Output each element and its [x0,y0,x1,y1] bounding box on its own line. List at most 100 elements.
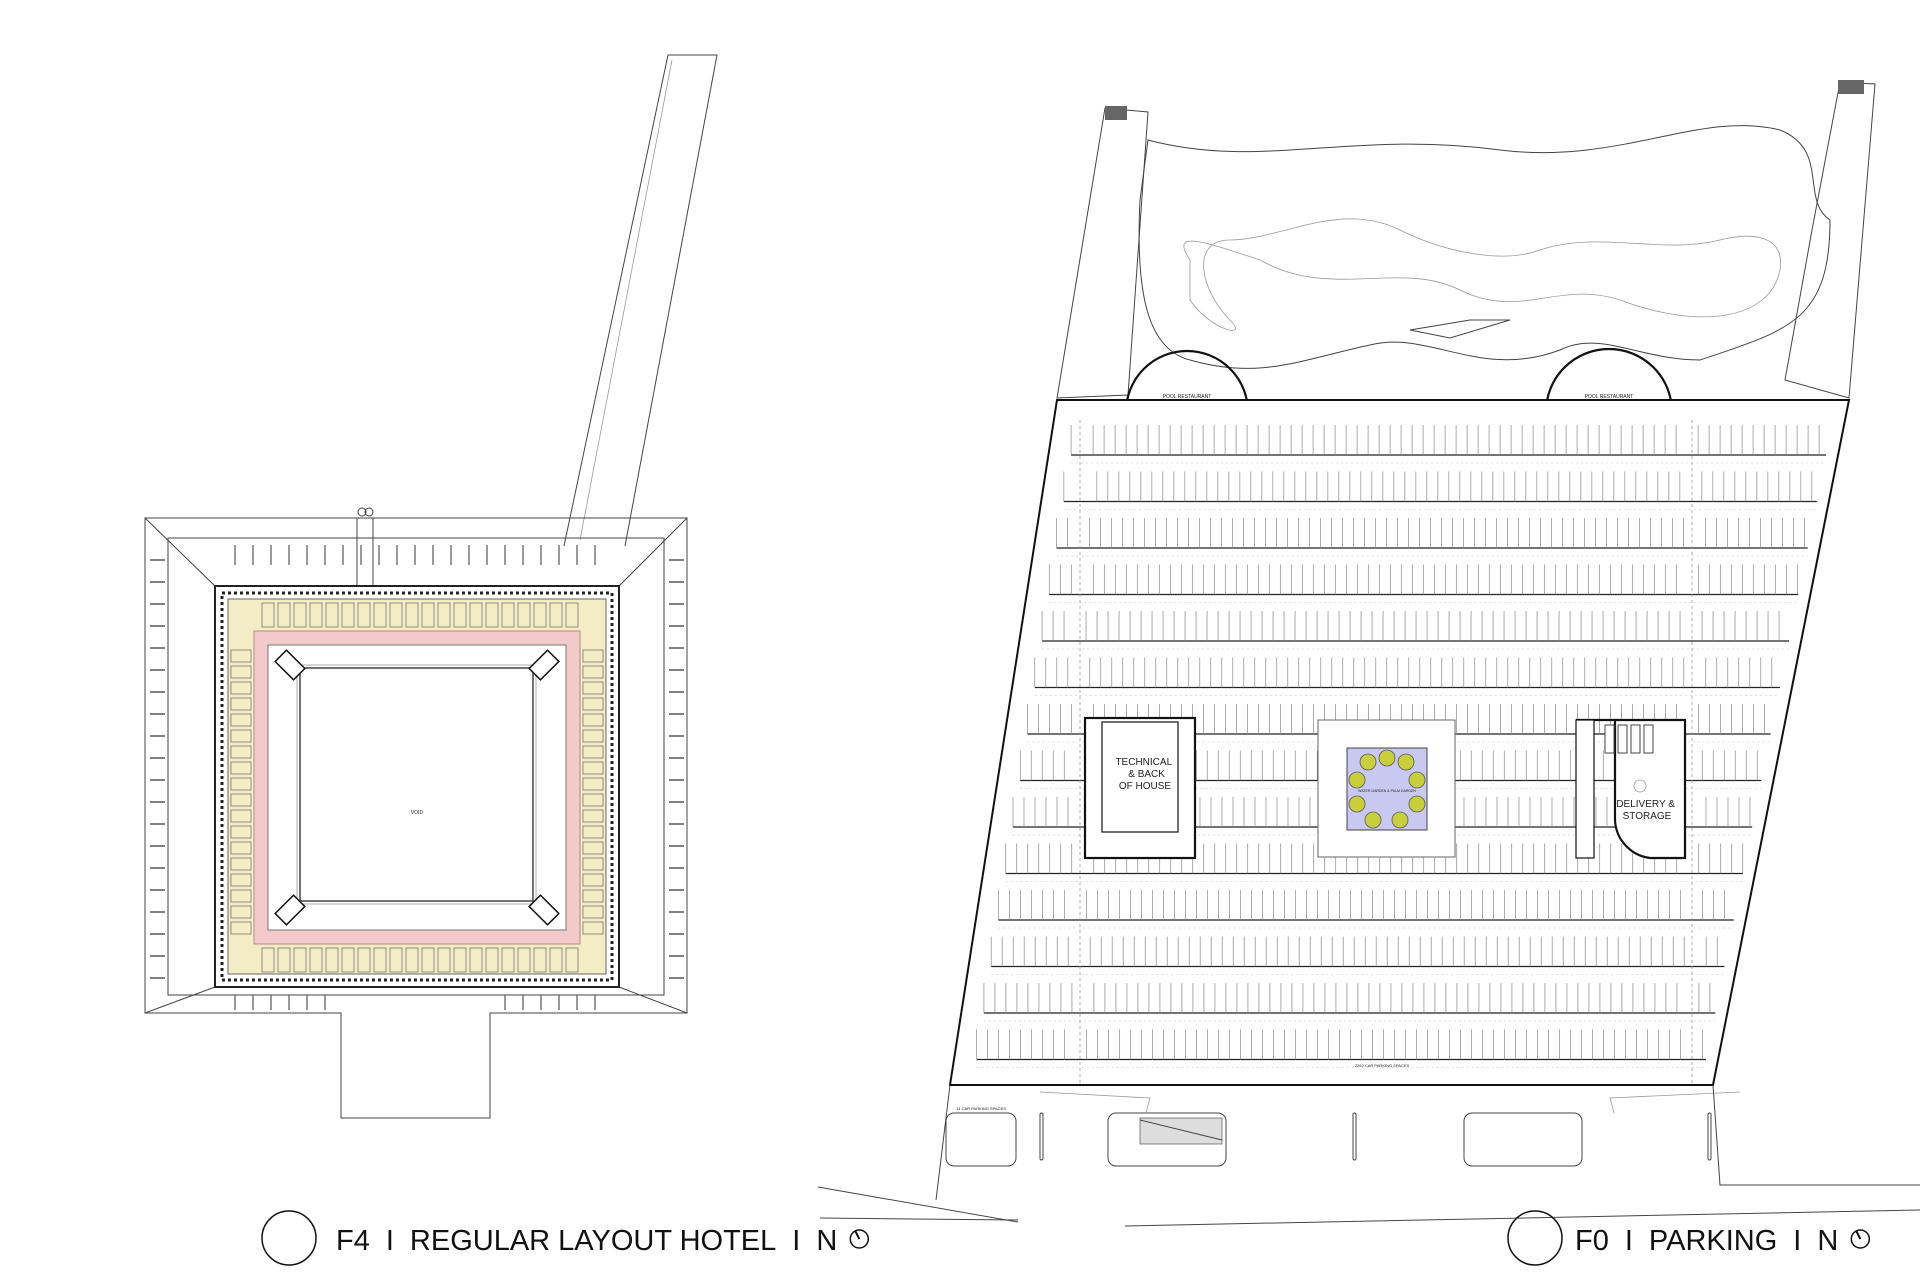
guest-room [453,947,467,973]
east-tower [1784,81,1876,399]
guest-room [582,921,604,935]
parking-row [998,890,1734,929]
pool-outline [1138,125,1831,369]
guest-room [549,602,563,628]
guest-room [437,947,451,973]
pool-restaurant-right-label: POOL RESTAURANT [1585,394,1634,400]
guest-room [230,665,252,679]
palm-tree [1348,771,1366,789]
guest-room [582,777,604,791]
guest-room [230,761,252,775]
hotel-plan: VOID [144,54,718,1119]
pool-restaurant-right [1544,347,1674,413]
guest-room [230,777,252,791]
guest-room [582,857,604,871]
hotel-separator-2: I [792,1225,800,1257]
guest-room [565,947,579,973]
guest-room [582,745,604,759]
palm-tree [1408,771,1426,789]
guest-room [421,602,435,628]
guest-room [230,857,252,871]
guest-room [549,947,563,973]
parking-separator-2: I [1793,1225,1801,1257]
delivery-storage [1576,718,1687,860]
guest-room [453,602,467,628]
guest-room [277,947,291,973]
guest-room [582,809,604,823]
guest-room [501,602,515,628]
guest-room [261,602,275,628]
guest-room [485,947,499,973]
parking-row [1063,471,1817,510]
guest-room [421,947,435,973]
hotel-level: F4 [336,1225,370,1257]
parking-row [1034,657,1780,696]
parking-row [1041,611,1790,650]
guest-room [261,947,275,973]
guest-room [582,905,604,919]
guest-room [230,697,252,711]
guest-room [582,729,604,743]
guest-room [309,602,323,628]
guest-room [582,665,604,679]
garden-label: WATER GARDEN & PALM GARDEN [1358,789,1416,793]
guest-room [230,825,252,839]
drawing-number-circle [1507,1210,1563,1266]
delivery-trucks [1604,724,1654,754]
terrace-steps [150,545,684,1010]
atrium-void [299,667,534,902]
guest-room [565,602,579,628]
delivery-label: DELIVERY & STORAGE [1616,799,1677,822]
guest-room [357,947,371,973]
guest-room [517,602,531,628]
guest-room [582,873,604,887]
parking-row [983,983,1716,1022]
main-parking-count-label: 2262 CAR PARKING SPACES [1355,1063,1410,1068]
parking-row [1070,425,1827,464]
parking-north: N [1817,1225,1838,1257]
north-arrow-icon [1850,1229,1871,1249]
guest-room [293,947,307,973]
guest-room [325,947,339,973]
palm-trees [1348,749,1426,829]
parking-level: F0 [1575,1225,1609,1257]
parking-separator: I [1625,1225,1633,1257]
guest-rooms [230,602,604,973]
guest-room [405,602,419,628]
entrance-forecourt: 14 CAR PARKING SPACES [935,1084,1920,1201]
palm-tree [1348,795,1366,813]
pier-walkway [563,54,718,547]
guest-room [230,841,252,855]
guest-room [582,825,604,839]
north-arrow-icon [849,1229,870,1249]
guest-room [277,602,291,628]
guest-room [230,681,252,695]
parking-title: PARKING [1649,1225,1777,1257]
guest-room [517,947,531,973]
guest-room [582,761,604,775]
guest-room [437,602,451,628]
guest-room [582,697,604,711]
palm-tree [1359,753,1377,771]
guest-room [485,602,499,628]
guest-room [582,713,604,727]
pool-restaurant-left [1124,349,1250,413]
guest-room [389,947,403,973]
guest-room [389,602,403,628]
guest-room [469,602,483,628]
hotel-title: REGULAR LAYOUT HOTEL [410,1225,776,1257]
guest-room [582,841,604,855]
guest-room [582,889,604,903]
palm-tree [1408,795,1426,813]
guest-room [373,602,387,628]
pool-restaurant-left-label: POOL RESTAURANT [1163,394,1212,400]
guest-room [582,681,604,695]
pool-bridge [1409,319,1511,339]
guest-room [230,921,252,935]
guest-room [357,602,371,628]
hotel-north: N [816,1225,837,1257]
guest-room [230,873,252,887]
